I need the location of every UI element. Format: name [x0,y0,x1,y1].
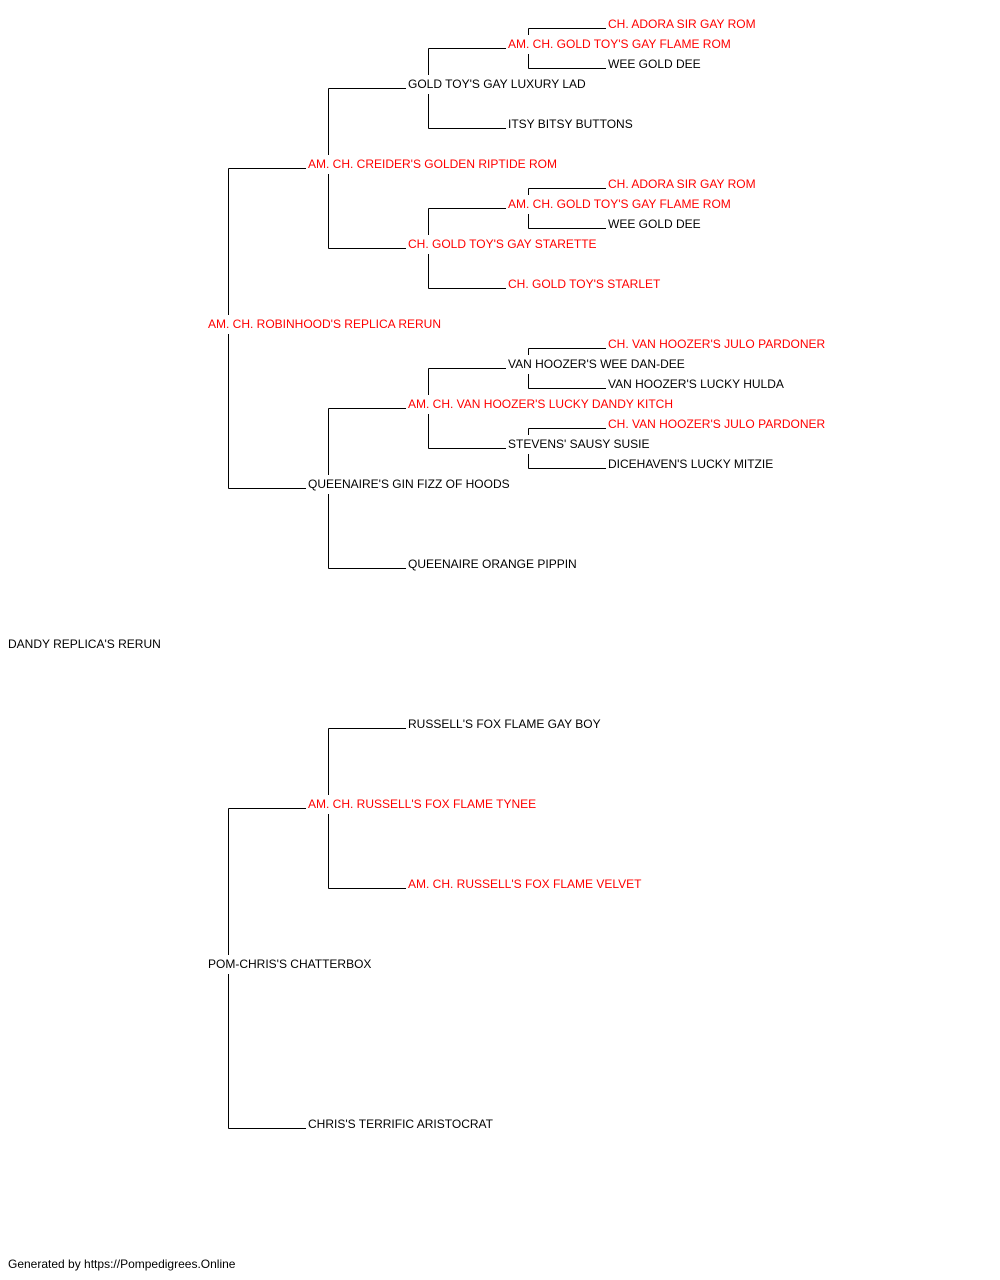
dog-name-sdss: VAN HOOZER'S WEE DAN-DEE [508,357,685,371]
dog-name-sdssd: VAN HOOZER'S LUCKY HULDA [608,377,784,391]
dog-name-sss: GOLD TOY'S GAY LUXURY LAD [408,77,586,91]
dog-name-sire-sire: AM. CH. CREIDER'S GOLDEN RIPTIDE ROM [308,157,557,171]
dog-name-ssssd: WEE GOLD DEE [608,57,701,71]
dog-name-dsd: AM. CH. RUSSELL'S FOX FLAME VELVET [408,877,642,891]
dog-name-ssdd: CH. GOLD TOY'S STARLET [508,277,661,291]
dog-name-ssdss: CH. ADORA SIR GAY ROM [608,177,756,191]
dog-name-ssd: CH. GOLD TOY'S GAY STARETTE [408,237,597,251]
footer-credit: Generated by https://Pompedigrees.Online [8,1257,236,1271]
dog-name-subject: DANDY REPLICA'S RERUN [8,637,161,651]
dog-name-ssdsd: WEE GOLD DEE [608,217,701,231]
dog-name-sdsd: STEVENS' SAUSY SUSIE [508,437,649,451]
dog-name-sire-dam: QUEENAIRE'S GIN FIZZ OF HOODS [308,477,510,491]
dog-name-sssss: CH. ADORA SIR GAY ROM [608,17,756,31]
dog-name-sds: AM. CH. VAN HOOZER'S LUCKY DANDY KITCH [408,397,673,411]
dog-name-ssss: AM. CH. GOLD TOY'S GAY FLAME ROM [508,37,731,51]
dog-name-sdsss: CH. VAN HOOZER'S JULO PARDONER [608,337,826,351]
dog-name-sdsds: CH. VAN HOOZER'S JULO PARDONER [608,417,826,431]
dog-name-sdd: QUEENAIRE ORANGE PIPPIN [408,557,577,571]
dog-name-sssd: ITSY BITSY BUTTONS [508,117,633,131]
dog-name-sdsdd: DICEHAVEN'S LUCKY MITZIE [608,457,773,471]
dog-name-dam-sire: AM. CH. RUSSELL'S FOX FLAME TYNEE [308,797,536,811]
dog-name-dam: POM-CHRIS'S CHATTERBOX [208,957,371,971]
dog-name-dss: RUSSELL'S FOX FLAME GAY BOY [408,717,601,731]
dog-name-sire: AM. CH. ROBINHOOD'S REPLICA RERUN [208,317,441,331]
dog-name-dam-dam: CHRIS'S TERRIFIC ARISTOCRAT [308,1117,494,1131]
dog-name-ssds: AM. CH. GOLD TOY'S GAY FLAME ROM [508,197,731,211]
